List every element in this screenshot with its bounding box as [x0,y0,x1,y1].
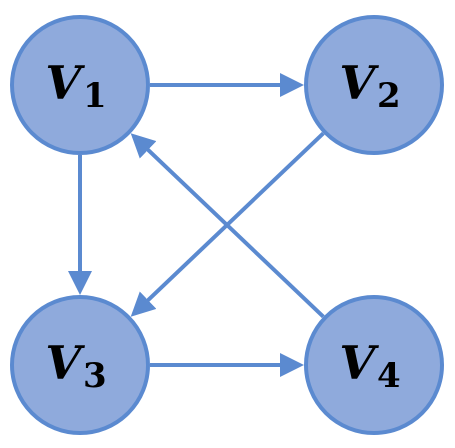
node-subscript: 1 [83,76,107,116]
edge-v4-to-v1 [130,133,325,319]
edges-layer [68,73,325,377]
node-circle-v2 [304,15,444,155]
node-label-v3: V3 [45,336,106,396]
node-circle-v4 [304,295,444,435]
node-subscript: 3 [83,356,107,396]
node-label-v1: V1 [45,56,106,116]
node-v2: V2 [304,15,444,155]
node-circle-v1 [10,15,150,155]
node-letter: V [45,336,85,390]
node-letter: V [339,336,379,390]
node-circle-v3 [10,295,150,435]
node-v1: V1 [10,15,150,155]
node-label-v4: V4 [339,336,400,396]
node-label-v2: V2 [339,56,400,116]
node-letter: V [339,56,379,110]
node-subscript: 2 [377,76,401,116]
node-v3: V3 [10,295,150,435]
node-letter: V [45,56,85,110]
node-v4: V4 [304,295,444,435]
node-subscript: 4 [377,356,401,396]
